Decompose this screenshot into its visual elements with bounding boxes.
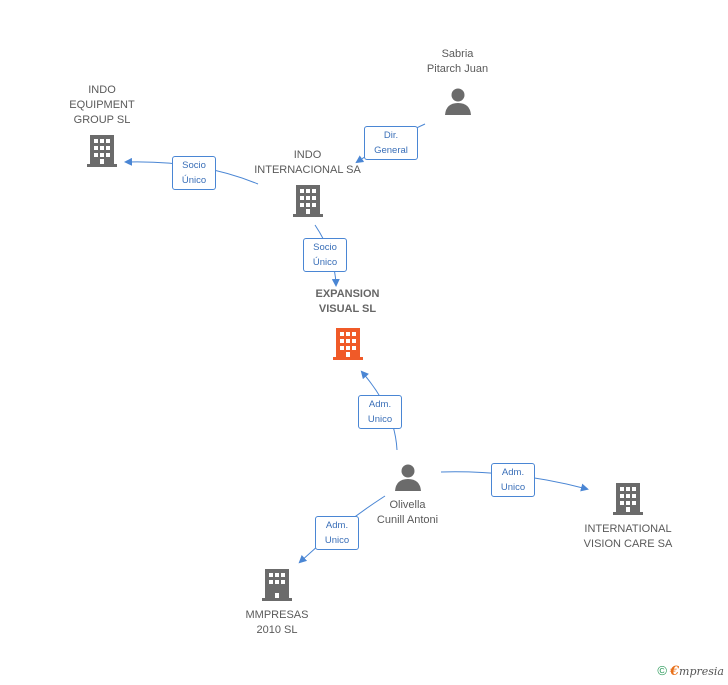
node-label-line: INDO: [88, 84, 116, 96]
node-olivella[interactable]: Olivella Cunill Antoni: [360, 462, 455, 528]
node-indo-equipment[interactable]: INDO EQUIPMENT GROUP SL: [57, 83, 147, 168]
relation-badge-socio-unico[interactable]: Socio Único: [303, 238, 347, 272]
node-label-line: EQUIPMENT: [69, 99, 135, 111]
building-icon: [87, 135, 117, 167]
node-label-line: INDO: [293, 149, 322, 161]
node-label-line: VISION CARE SA: [583, 538, 673, 550]
relation-badge-line: Único: [312, 257, 338, 268]
building-icon: [262, 569, 292, 601]
person-icon: [444, 88, 471, 115]
relation-badge-line: Unico: [324, 535, 350, 546]
node-label-line: EXPANSION: [315, 288, 380, 300]
node-label-line: MMPRESAS: [245, 609, 309, 621]
relation-badge-line: Único: [181, 175, 207, 186]
relation-badge-socio-unico[interactable]: Socio Único: [172, 156, 216, 190]
copyright-icon: ©: [657, 663, 667, 678]
relation-badge-line: General: [374, 145, 408, 156]
footer-credit: © €mpresia: [657, 663, 724, 679]
building-icon-main: [332, 328, 363, 360]
relation-badge-adm-unico[interactable]: Adm. Unico: [491, 463, 535, 497]
relation-badge-line: Unico: [367, 414, 393, 425]
node-label-line: GROUP SL: [73, 114, 131, 126]
person-icon: [394, 464, 421, 491]
relation-badge-dir-general[interactable]: Dir. General: [364, 126, 418, 160]
relation-badge-line: Unico: [500, 482, 526, 493]
node-mmpresas[interactable]: MMPRESAS 2010 SL: [232, 568, 322, 638]
node-international-vision[interactable]: INTERNATIONAL VISION CARE SA: [573, 482, 683, 552]
node-label-line: INTERNACIONAL SA: [254, 164, 361, 176]
node-label-line: INTERNATIONAL: [584, 523, 672, 535]
relation-badge-adm-unico[interactable]: Adm. Unico: [358, 395, 402, 429]
relation-badge-line: Adm.: [325, 520, 349, 531]
relation-badge-line: Adm.: [368, 399, 392, 410]
building-icon: [292, 185, 323, 217]
node-indo-internacional[interactable]: INDO INTERNACIONAL SA: [250, 148, 365, 218]
relation-badge-line: Socio: [182, 160, 206, 171]
node-label-line: Sabria: [441, 48, 474, 60]
brand-logo-initial: €: [669, 664, 680, 679]
relation-badge-line: Dir.: [383, 130, 399, 141]
node-expansion-visual[interactable]: EXPANSION VISUAL SL: [300, 287, 395, 361]
node-label-line: 2010 SL: [256, 624, 298, 636]
brand-logo[interactable]: €mpresia: [669, 664, 724, 679]
node-label-line: Cunill Antoni: [376, 514, 439, 526]
building-icon: [613, 483, 643, 515]
brand-logo-text: mpresia: [679, 665, 724, 678]
node-label-line: VISUAL SL: [318, 303, 377, 315]
node-sabria[interactable]: Sabria Pitarch Juan: [410, 47, 505, 116]
node-label-line: Olivella: [389, 499, 426, 511]
relation-badge-line: Socio: [313, 242, 337, 253]
relation-badge-adm-unico[interactable]: Adm. Unico: [315, 516, 359, 550]
relation-badge-line: Adm.: [501, 467, 525, 478]
node-label-line: Pitarch Juan: [426, 63, 489, 75]
